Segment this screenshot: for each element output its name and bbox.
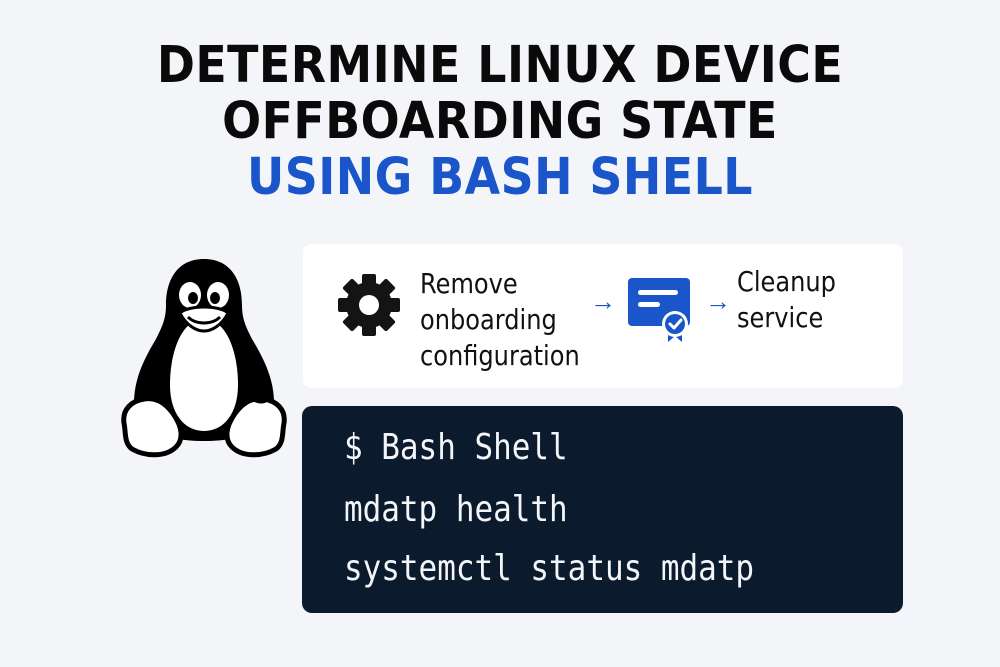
arrow-right-icon: → — [705, 286, 731, 316]
certificate-icon — [628, 278, 690, 342]
label-line: onboarding — [420, 303, 557, 336]
label-line: Cleanup — [737, 265, 836, 298]
offboarding-flow-card: Remove onboarding configuration → → Clea… — [303, 244, 903, 388]
title-line-2: OFFBOARDING STATE — [222, 92, 778, 151]
linux-penguin-icon — [121, 259, 287, 458]
title-line-3: USING BASH SHELL — [247, 148, 753, 207]
arrow-right-icon: → — [590, 286, 616, 316]
label-line: Remove — [420, 267, 518, 300]
terminal-command-line: mdatp health — [344, 489, 568, 530]
page-title: DETERMINE LINUX DEVICE OFFBOARDING STATE… — [50, 38, 950, 206]
bash-terminal-panel: $ Bash Shell mdatp health systemctl stat… — [302, 406, 903, 613]
terminal-command-line: systemctl status mdatp — [344, 548, 755, 589]
terminal-header-line: $ Bash Shell — [344, 427, 568, 468]
step-cleanup-service-label: Cleanup service — [737, 264, 836, 336]
gear-icon — [338, 274, 400, 336]
label-line: configuration — [420, 339, 580, 372]
title-line-1: DETERMINE LINUX DEVICE — [156, 36, 844, 95]
label-line: service — [737, 301, 824, 334]
step-remove-config-label: Remove onboarding configuration — [420, 266, 580, 374]
